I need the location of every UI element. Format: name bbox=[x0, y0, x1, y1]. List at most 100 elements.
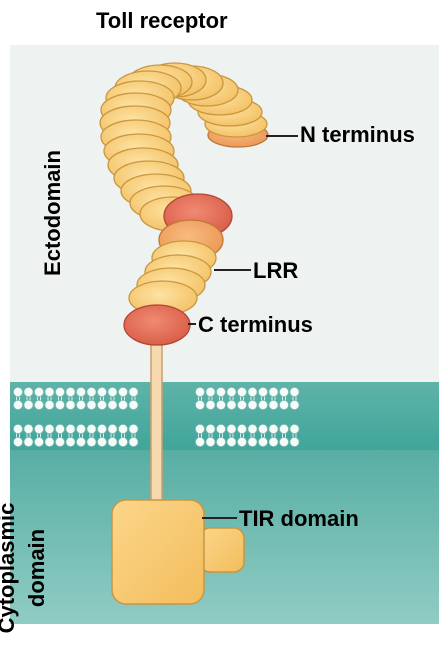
lipid-head bbox=[55, 400, 64, 409]
lipid-head bbox=[97, 424, 106, 433]
lipid-head bbox=[227, 424, 236, 433]
lipid-head bbox=[216, 387, 225, 396]
lipid-head bbox=[108, 424, 117, 433]
lipid-head bbox=[227, 387, 236, 396]
lipid-head bbox=[129, 400, 138, 409]
lipid-head bbox=[195, 387, 204, 396]
lipid-head bbox=[76, 387, 85, 396]
lipid-head bbox=[269, 400, 278, 409]
lipid-head bbox=[34, 424, 43, 433]
lipid-head bbox=[227, 437, 236, 446]
diagram-title: Toll receptor bbox=[96, 8, 228, 34]
lipid-head bbox=[258, 437, 267, 446]
lipid-head bbox=[248, 387, 257, 396]
lipid-head bbox=[118, 400, 127, 409]
lipid-head bbox=[97, 400, 106, 409]
lipid-head bbox=[269, 437, 278, 446]
lipid-head bbox=[34, 437, 43, 446]
lipid-head bbox=[269, 387, 278, 396]
lipid-head bbox=[87, 424, 96, 433]
lipid-head bbox=[45, 437, 54, 446]
lipid-head bbox=[216, 400, 225, 409]
lipid-head bbox=[34, 400, 43, 409]
lipid-head bbox=[97, 437, 106, 446]
lipid-head bbox=[269, 424, 278, 433]
lipid-head bbox=[97, 387, 106, 396]
lipid-head bbox=[195, 424, 204, 433]
lipid-head bbox=[66, 400, 75, 409]
lipid-head bbox=[45, 424, 54, 433]
lipid-head bbox=[87, 387, 96, 396]
lipid-head bbox=[13, 424, 22, 433]
lipid-head bbox=[206, 387, 215, 396]
lipid-head bbox=[24, 387, 33, 396]
lipid-head bbox=[216, 424, 225, 433]
lipid-head bbox=[24, 424, 33, 433]
lipid-head bbox=[55, 387, 64, 396]
lipid-head bbox=[248, 400, 257, 409]
lipid-head bbox=[279, 400, 288, 409]
lipid-head bbox=[76, 424, 85, 433]
lipid-head bbox=[290, 387, 299, 396]
lipid-head bbox=[206, 400, 215, 409]
lipid-head bbox=[129, 437, 138, 446]
lipid-head bbox=[66, 437, 75, 446]
lipid-head bbox=[258, 387, 267, 396]
lipid-head bbox=[206, 424, 215, 433]
cytoplasmic-domain-label: Cytoplasmic domain bbox=[0, 483, 52, 653]
lipid-head bbox=[237, 424, 246, 433]
lipid-head bbox=[66, 424, 75, 433]
lipid-head bbox=[87, 437, 96, 446]
lipid-head bbox=[108, 400, 117, 409]
lipid-head bbox=[248, 424, 257, 433]
lipid-head bbox=[76, 400, 85, 409]
lipid-head bbox=[237, 400, 246, 409]
lipid-head bbox=[108, 387, 117, 396]
lipid-head bbox=[216, 437, 225, 446]
lipid-head bbox=[195, 437, 204, 446]
lipid-head bbox=[290, 424, 299, 433]
lrr-cap-segment bbox=[124, 305, 190, 345]
lrr-label: LRR bbox=[253, 258, 298, 284]
lipid-head bbox=[237, 387, 246, 396]
diagram-canvas: Toll receptor N terminus LRR C terminus … bbox=[0, 0, 439, 624]
n-terminus-label: N terminus bbox=[300, 122, 415, 148]
lipid-head bbox=[129, 424, 138, 433]
lipid-head bbox=[118, 437, 127, 446]
lipid-head bbox=[279, 387, 288, 396]
lipid-head bbox=[13, 387, 22, 396]
lipid-head bbox=[290, 400, 299, 409]
lipid-head bbox=[108, 437, 117, 446]
c-terminus-label: C terminus bbox=[198, 312, 313, 338]
lipid-head bbox=[279, 424, 288, 433]
lipid-head bbox=[45, 400, 54, 409]
lipid-head bbox=[24, 437, 33, 446]
lipid-head bbox=[13, 437, 22, 446]
lipid-head bbox=[248, 437, 257, 446]
lipid-head bbox=[237, 437, 246, 446]
lipid-head bbox=[279, 437, 288, 446]
lipid-head bbox=[227, 400, 236, 409]
lipid-head bbox=[45, 387, 54, 396]
lipid-head bbox=[55, 437, 64, 446]
tir-domain-label: TIR domain bbox=[239, 506, 359, 532]
cytoplasmic-label-line1: Cytoplasmic bbox=[0, 483, 22, 653]
lipid-head bbox=[206, 437, 215, 446]
cytoplasmic-label-line2: domain bbox=[22, 483, 52, 653]
lipid-head bbox=[13, 400, 22, 409]
lipid-head bbox=[290, 437, 299, 446]
lipid-head bbox=[24, 400, 33, 409]
lipid-head bbox=[66, 387, 75, 396]
lipid-head bbox=[129, 387, 138, 396]
lipid-head bbox=[87, 400, 96, 409]
lipid-head bbox=[195, 400, 204, 409]
lipid-head bbox=[118, 387, 127, 396]
transmembrane-stalk bbox=[151, 330, 162, 520]
lipid-head bbox=[34, 387, 43, 396]
lipid-head bbox=[55, 424, 64, 433]
lipid-head bbox=[258, 424, 267, 433]
lipid-head bbox=[118, 424, 127, 433]
lipid-head bbox=[258, 400, 267, 409]
lipid-head bbox=[76, 437, 85, 446]
ectodomain-label: Ectodomain bbox=[40, 128, 66, 298]
